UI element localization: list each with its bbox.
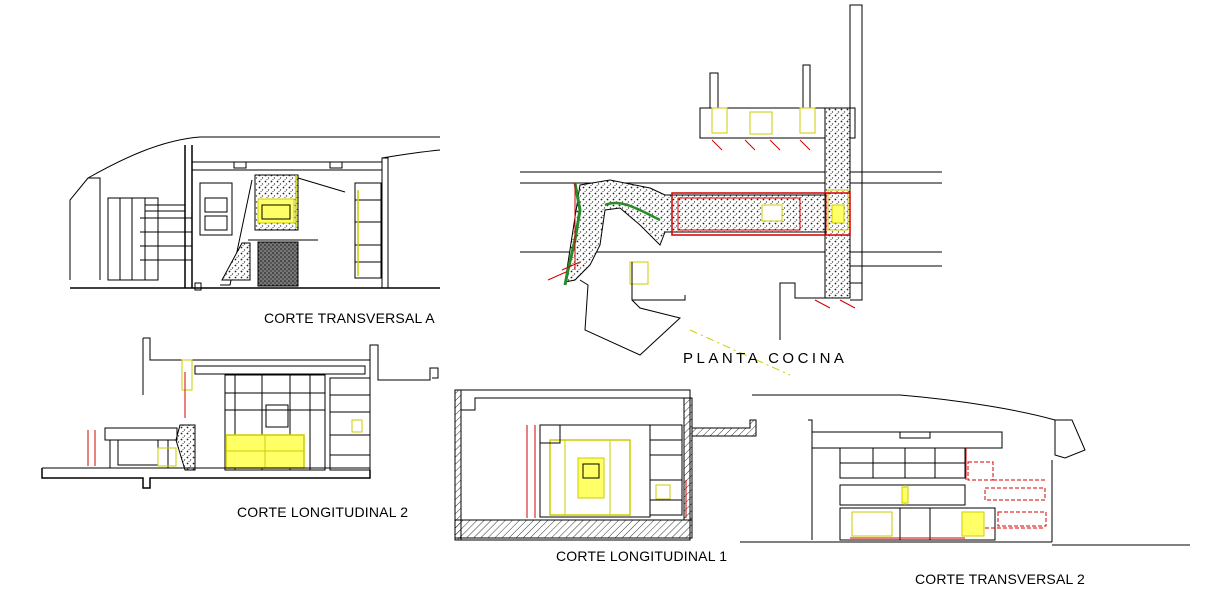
view-corte-transversal-a [69, 136, 441, 291]
view-planta-cocina [520, 4, 942, 376]
roof-line [87, 136, 440, 179]
left-wall [69, 177, 101, 280]
title-corte-longitudinal-1: CORTE LONGITUDINAL 1 [556, 548, 728, 564]
view-corte-transversal-2 [740, 394, 1190, 546]
view-corte-longitudinal-2 [41, 337, 439, 489]
title-planta-cocina: PLANTA COCINA [683, 350, 848, 367]
title-corte-transversal-a: CORTE TRANSVERSAL A [264, 310, 435, 326]
title-corte-longitudinal-2: CORTE LONGITUDINAL 2 [237, 504, 409, 520]
view-corte-longitudinal-1 [454, 389, 757, 541]
title-corte-transversal-2: CORTE TRANSVERSAL 2 [915, 571, 1086, 587]
